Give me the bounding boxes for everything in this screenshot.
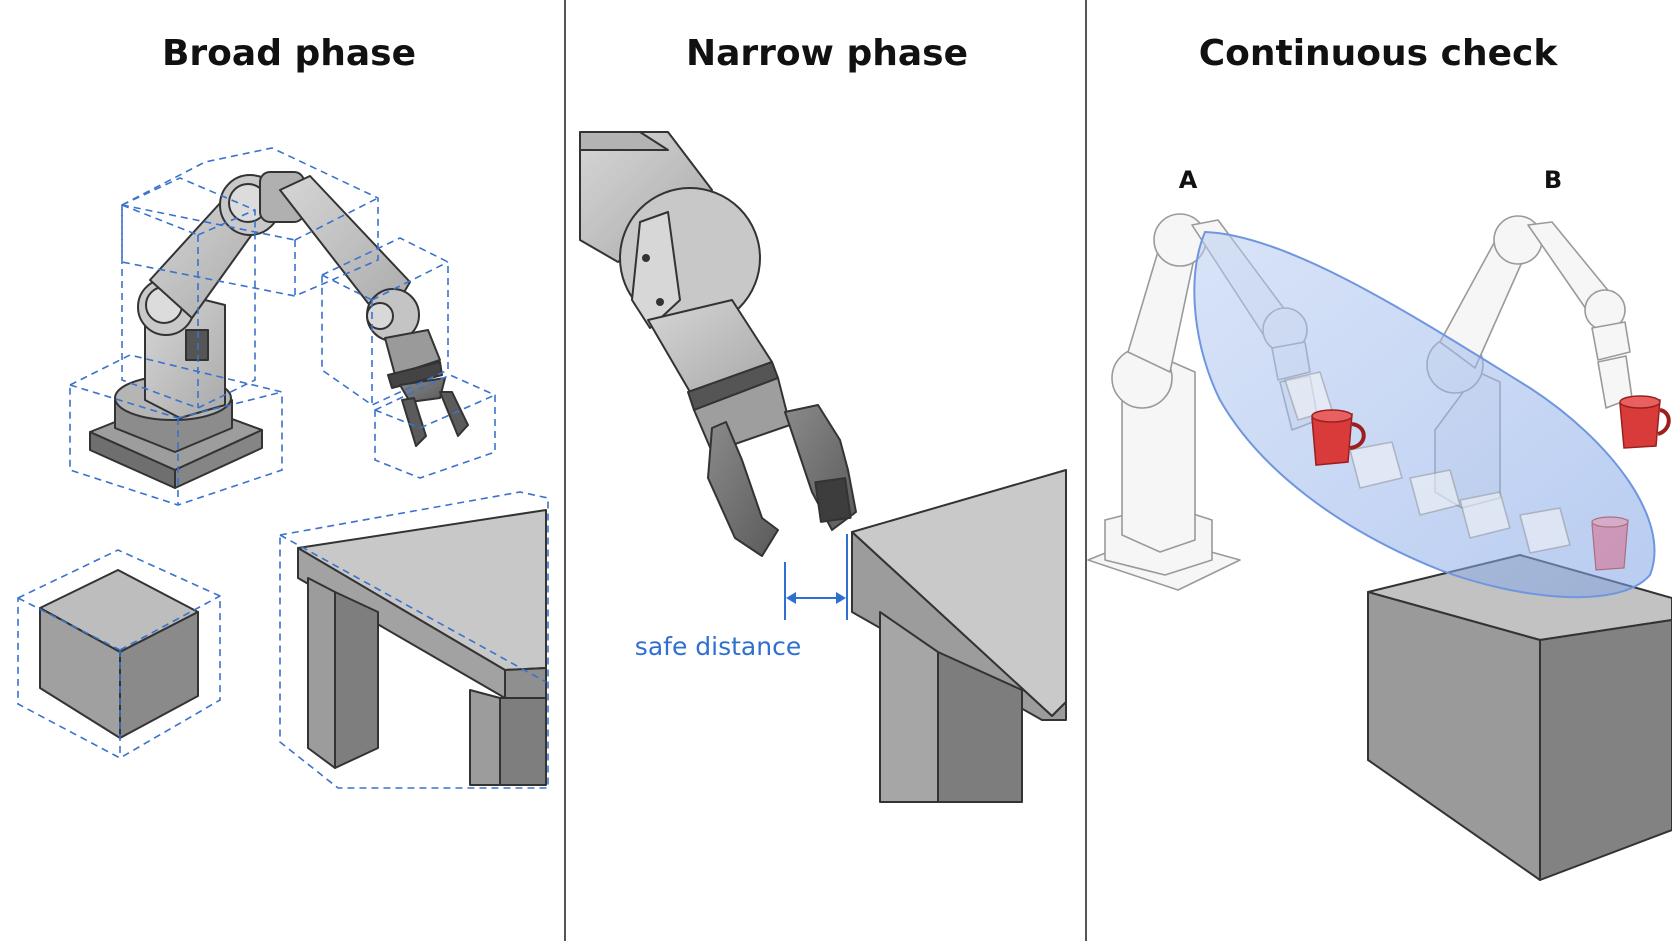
- continuous-check-title: Continuous check: [1199, 33, 1559, 74]
- obstacle-block: [1367, 554, 1672, 881]
- narrow-phase-title: Narrow phase: [686, 33, 968, 74]
- intermediate-poses: [1284, 371, 1571, 554]
- gripper-closeup: [579, 131, 857, 557]
- panel-narrow-phase: Narrow phase: [579, 33, 1067, 803]
- panel-continuous-check: Continuous check A B: [1087, 33, 1672, 881]
- swept-volume: [1193, 230, 1656, 599]
- broad-phase-title: Broad phase: [162, 33, 416, 74]
- start-pose-label: A: [1179, 166, 1198, 194]
- safe-distance-label: safe distance: [635, 632, 801, 661]
- table-corner: [851, 469, 1067, 803]
- end-pose-label: B: [1544, 166, 1562, 194]
- cup-intermediate: [1591, 516, 1629, 571]
- safe-distance-marker: [784, 534, 848, 620]
- cube-object: [17, 549, 221, 759]
- cup-end: [1619, 395, 1671, 449]
- panel-broad-phase: Broad phase: [17, 33, 549, 789]
- robot-arm: [69, 147, 496, 506]
- table-object: [279, 491, 549, 789]
- cup-start: [1311, 409, 1366, 466]
